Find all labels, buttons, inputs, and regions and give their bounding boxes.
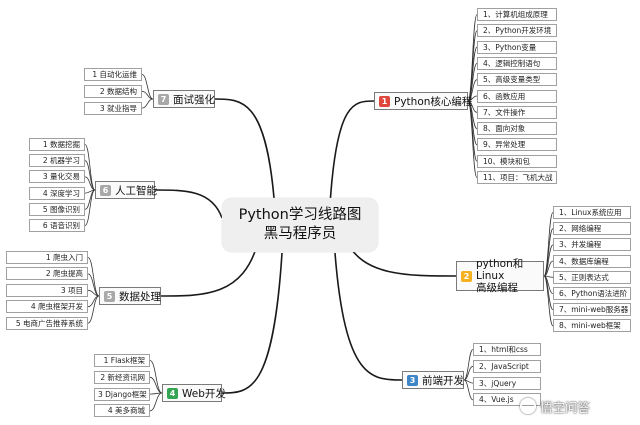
leaf-item-6-6[interactable]: 6 语音识别 <box>29 219 85 232</box>
leaf-item-1-9[interactable]: 9、异常处理 <box>477 138 557 152</box>
leaf-connector-2-3 <box>543 244 554 277</box>
leaf-item-4-3[interactable]: 3 Django框架 <box>94 387 150 401</box>
branch-number-badge: 7 <box>158 93 169 105</box>
leaf-item-2-3[interactable]: 3、并发编程 <box>553 238 631 252</box>
leaf-connector-5-5 <box>87 295 100 324</box>
central-topic-title: Python学习线路图 <box>238 207 362 223</box>
leaf-item-2-5[interactable]: 5、正则表达式 <box>553 270 631 284</box>
leaf-item-7-1[interactable]: 1 自动化运维 <box>84 68 142 81</box>
leaf-connector-4-2 <box>149 376 163 394</box>
leaf-item-5-5[interactable]: 5 电商广告推荐系统 <box>6 316 88 330</box>
leaf-item-1-3[interactable]: 3、Python变量 <box>477 40 557 54</box>
leaf-item-5-1[interactable]: 1 爬虫入门 <box>6 251 88 264</box>
branch-connector-7 <box>214 98 275 199</box>
leaf-connector-6-2 <box>84 160 96 191</box>
branch-connector-5 <box>160 241 259 297</box>
leaf-connector-6-3 <box>84 176 96 191</box>
branch-label: Python核心编程 <box>394 95 473 108</box>
branch-connector-3 <box>334 252 403 381</box>
leaf-item-1-5[interactable]: 5、高级变量类型 <box>477 73 557 87</box>
branch-topic-1[interactable]: 1 Python核心编程 <box>374 92 472 110</box>
leaf-connector-6-6 <box>84 189 96 226</box>
leaf-item-5-2[interactable]: 2 爬虫提高 <box>6 267 88 281</box>
leaf-item-2-2[interactable]: 2、网络编程 <box>553 222 631 236</box>
branch-label: 人工智能 <box>115 184 157 197</box>
leaf-connector-1-5 <box>467 79 478 102</box>
branch-topic-3[interactable]: 3 前端开发 <box>402 371 464 389</box>
leaf-connector-1-4 <box>467 63 478 102</box>
leaf-item-6-3[interactable]: 3 量化交易 <box>29 170 85 184</box>
branch-topic-2[interactable]: 2 python和Linux 高级编程 <box>456 258 544 294</box>
leaf-item-5-4[interactable]: 4 爬虫框架开发 <box>6 300 88 314</box>
watermark-text: 悟空问答 <box>540 399 591 415</box>
branch-label: python和Linux 高级编程 <box>476 258 524 294</box>
leaf-item-1-4[interactable]: 4、逻辑控制语句 <box>477 56 557 70</box>
watermark: 悟空问答 <box>520 394 636 418</box>
branch-label: 面试强化 <box>173 93 215 106</box>
branch-connector-1 <box>329 100 375 206</box>
branch-number-badge: 3 <box>407 374 418 386</box>
leaf-item-1-8[interactable]: 8、面向对象 <box>477 122 557 136</box>
branch-connector-4 <box>221 252 283 394</box>
leaf-item-2-6[interactable]: 6、Python语法进阶 <box>553 287 631 300</box>
branch-label: Web开发 <box>182 387 226 400</box>
central-topic[interactable]: Python学习线路图 黑马程序员 <box>222 198 378 252</box>
leaf-item-2-8[interactable]: 8、mini-web框架 <box>553 319 631 333</box>
leaf-connector-2-4 <box>543 260 554 277</box>
leaf-item-1-11[interactable]: 11、项目：飞机大战 <box>477 171 557 184</box>
leaf-item-4-2[interactable]: 2 新经资讯网 <box>94 370 150 384</box>
leaf-connector-4-1 <box>149 360 163 394</box>
leaf-item-1-6[interactable]: 6、函数应用 <box>477 89 557 103</box>
wukong-logo-icon <box>520 398 536 414</box>
central-topic-subtitle: 黑马程序员 <box>263 226 337 242</box>
branch-label: 前端开发 <box>422 374 464 387</box>
leaf-item-4-4[interactable]: 4 美多商城 <box>94 404 150 418</box>
leaf-connector-1-10 <box>467 100 478 162</box>
leaf-item-1-7[interactable]: 7、文件操作 <box>477 105 557 119</box>
leaf-connector-3-4 <box>463 379 474 401</box>
leaf-item-6-1[interactable]: 1 数据挖掘 <box>29 138 85 151</box>
leaf-item-7-2[interactable]: 2 数据结构 <box>84 84 142 98</box>
leaf-connector-7-2 <box>141 90 154 100</box>
leaf-connector-1-1 <box>467 14 478 102</box>
leaf-item-5-3[interactable]: 3 项目 <box>6 283 88 297</box>
branch-connector-6 <box>154 189 223 219</box>
leaf-connector-7-3 <box>141 98 154 109</box>
leaf-item-4-1[interactable]: 1 Flask框架 <box>94 354 150 367</box>
branch-number-badge: 1 <box>379 95 390 107</box>
branch-number-badge: 5 <box>104 290 115 302</box>
branch-topic-7[interactable]: 7 面试强化 <box>153 90 215 108</box>
leaf-connector-4-4 <box>149 392 163 412</box>
leaf-item-1-2[interactable]: 2、Python开发环境 <box>477 24 557 38</box>
leaf-item-6-5[interactable]: 5 图像识别 <box>29 202 85 216</box>
leaf-connector-5-2 <box>87 273 100 297</box>
branch-topic-5[interactable]: 5 数据处理 <box>99 287 161 305</box>
leaf-item-2-1[interactable]: 1、Linux系统应用 <box>553 206 631 219</box>
leaf-item-2-7[interactable]: 7、mini-web服务器 <box>553 303 631 317</box>
leaf-item-2-4[interactable]: 4、数据库编程 <box>553 254 631 268</box>
branch-number-badge: 6 <box>100 184 111 196</box>
leaf-item-6-2[interactable]: 2 机器学习 <box>29 154 85 168</box>
leaf-connector-5-1 <box>87 257 100 297</box>
leaf-item-3-1[interactable]: 1、html和css <box>473 343 541 356</box>
leaf-item-3-2[interactable]: 2、JavaScript <box>473 359 541 373</box>
branch-number-badge: 2 <box>461 270 472 282</box>
leaf-connector-7-1 <box>141 74 154 100</box>
leaf-item-6-4[interactable]: 4 深度学习 <box>29 186 85 200</box>
leaf-connector-3-1 <box>463 349 474 381</box>
leaf-item-7-3[interactable]: 3 就业指导 <box>84 101 142 115</box>
branch-topic-4[interactable]: 4 Web开发 <box>162 384 226 402</box>
leaf-connector-3-2 <box>463 365 474 381</box>
leaf-connector-2-8 <box>543 275 554 327</box>
leaf-item-1-10[interactable]: 10、模块和包 <box>477 154 557 168</box>
leaf-connector-2-1 <box>543 212 554 277</box>
branch-topic-6[interactable]: 6 人工智能 <box>95 181 157 199</box>
leaf-connector-1-11 <box>467 100 478 178</box>
branch-number-badge: 4 <box>167 387 178 399</box>
leaf-item-1-1[interactable]: 1、计算机组成原理 <box>477 8 557 21</box>
branch-label: 数据处理 <box>119 290 161 303</box>
leaf-item-3-3[interactable]: 3、jQuery <box>473 376 541 390</box>
